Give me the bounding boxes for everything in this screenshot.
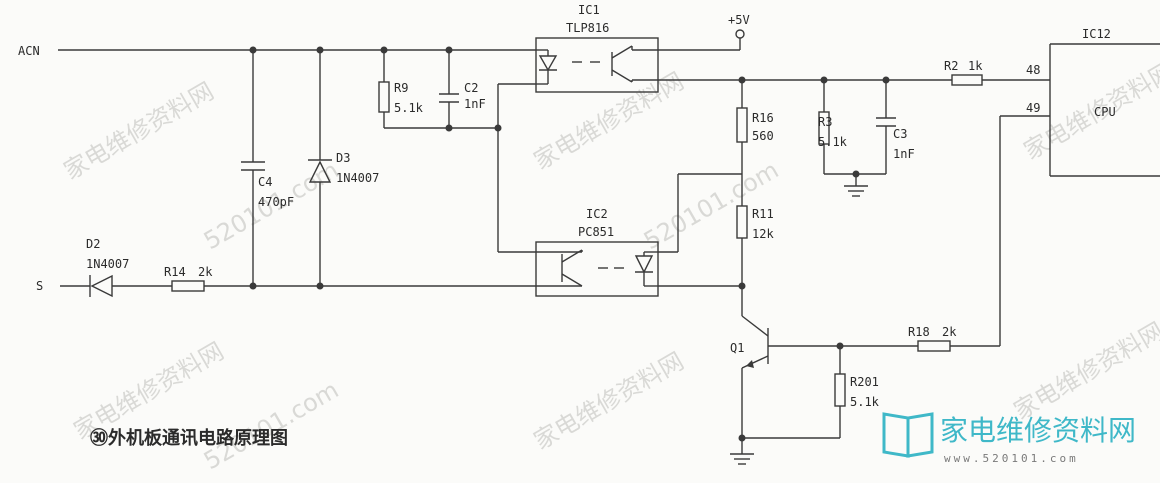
resistor-r3: R3 5.1k [818,111,848,149]
capacitor-c4: C4 470pF [241,161,294,209]
r18-value: 2k [942,325,957,339]
wires [58,38,1050,454]
d3-ref: D3 [336,151,350,165]
net-label-s: S [36,279,43,293]
site-logo: 家电维修资料网 www.520101.com [882,412,1136,465]
optocoupler-ic2: IC2 PC851 [535,207,659,297]
r11-ref: R11 [752,207,774,221]
r14-value: 2k [198,265,213,279]
optocoupler-ic1: IC1 TLP816 [535,3,659,93]
capacitor-c3: C3 1nF [876,117,915,161]
resistor-r11: R11 12k [736,205,774,241]
logo-url: www.520101.com [944,452,1079,465]
ground-symbol-top [844,185,868,197]
d2-part: 1N4007 [86,257,129,271]
net-label-acn: ACN [18,44,40,58]
diagram-caption: ㉚外机板通讯电路原理图 [90,427,288,449]
r14-ref: R14 [164,265,186,279]
c3-ref: C3 [893,127,907,141]
resistor-r2: R2 1k [944,59,983,86]
c2-value: 1nF [464,97,486,111]
watermark-cn-2: 家电维修资料网 [529,67,688,175]
diode-d3: D3 1N4007 [308,151,379,185]
r3-value: 5.1k [818,135,848,149]
watermark-cn-5: 家电维修资料网 [529,347,688,455]
c2-ref: C2 [464,81,478,95]
ic12-ref: IC12 [1082,27,1111,41]
ic12-cpu: IC12 CPU 48 49 [1026,27,1160,177]
r9-ref: R9 [394,81,408,95]
ic12-part: CPU [1094,105,1116,119]
resistor-r16: R16 560 [736,107,774,143]
ic2-ref: IC2 [586,207,608,221]
ground-symbol-bottom [730,453,754,465]
r11-value: 12k [752,227,774,241]
diode-d2: D2 1N4007 [86,237,129,298]
r16-value: 560 [752,129,774,143]
resistor-r14: R14 2k [164,265,213,292]
r3-ref: R3 [818,115,832,129]
ic1-ref: IC1 [578,3,600,17]
c4-ref: C4 [258,175,272,189]
d2-ref: D2 [86,237,100,251]
transistor-q1: Q1 [730,315,769,369]
r201-value: 5.1k [850,395,880,409]
r18-ref: R18 [908,325,930,339]
logo-text: 家电维修资料网 [940,414,1136,447]
net-label-vcc: +5V [728,13,750,27]
r201-ref: R201 [850,375,879,389]
watermark-cn-6: 家电维修资料网 [1009,317,1160,425]
r16-ref: R16 [752,111,774,125]
resistor-r9: R9 5.1k [378,81,424,115]
watermark-layer: 家电维修资料网 520101.com 家电维修资料网 520101.com 家电… [59,57,1160,475]
ic1-part: TLP816 [566,21,609,35]
resistor-r201: R201 5.1k [834,373,880,409]
vcc-terminal: +5V [728,13,750,39]
c4-value: 470pF [258,195,294,209]
book-icon [882,412,934,458]
c3-value: 1nF [893,147,915,161]
ic2-part: PC851 [578,225,614,239]
r2-value: 1k [968,59,983,73]
r2-ref: R2 [944,59,958,73]
q1-ref: Q1 [730,341,744,355]
ic12-pin-49: 49 [1026,101,1040,115]
resistor-r18: R18 2k [908,325,957,352]
capacitor-c2: C2 1nF [439,81,486,111]
watermark-url-3: 520101.com [199,376,343,476]
ic12-pin-48: 48 [1026,63,1040,77]
d3-part: 1N4007 [336,171,379,185]
r9-value: 5.1k [394,101,424,115]
watermark-cn-1: 家电维修资料网 [59,77,218,185]
junctions [249,46,890,442]
